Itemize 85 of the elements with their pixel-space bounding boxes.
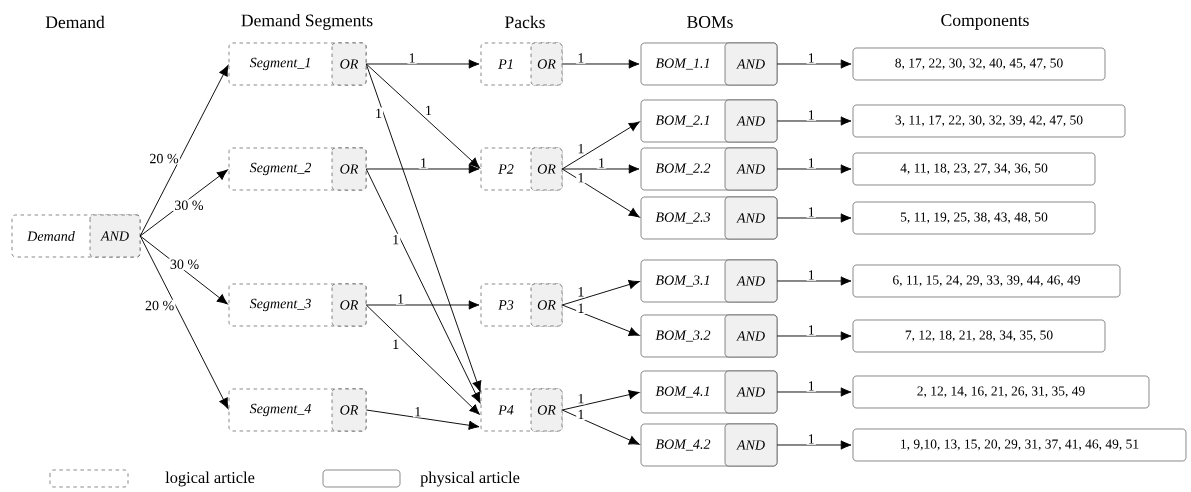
arrow [561, 304, 640, 337]
edge-label: 1 [808, 53, 814, 63]
arrow [139, 65, 229, 237]
arrow [365, 164, 480, 174]
logical-article-box: P1 OR [480, 42, 563, 86]
arrow [776, 116, 852, 126]
logical-article-box: Segment_3 OR [228, 283, 367, 327]
edge-label: 1 [599, 158, 605, 168]
edge-label: 30 % [170, 259, 199, 270]
legend-entry: logical article [49, 469, 255, 488]
physical-article-box: BOM_4.1 AND [640, 370, 778, 414]
edge-label: 1 [398, 294, 404, 304]
arrow [561, 168, 640, 218]
edge-label: 20 % [150, 153, 179, 164]
arrow [365, 63, 480, 169]
physical-article-box: BOM_2.1 AND [640, 99, 778, 143]
arrow [365, 168, 481, 404]
arrow [561, 390, 640, 411]
edge-label: 1 [421, 158, 427, 168]
edge-label: 1 [578, 393, 584, 404]
edge-label: 20 % [145, 300, 174, 311]
edge-label: 1 [808, 207, 814, 217]
edge-label: 1 [578, 287, 584, 297]
edge-label: 1 [808, 270, 814, 280]
arrow [561, 164, 640, 174]
logical-article-box: Demand AND [11, 214, 141, 258]
component-list-box: 6, 11, 15, 24, 29, 33, 39, 44, 46, 49 [852, 264, 1121, 298]
arrow [776, 387, 852, 397]
edge-label: 1 [808, 110, 814, 120]
logical-article-box: P3 OR [480, 283, 563, 327]
arrow [776, 440, 852, 450]
physical-article-box: BOM_2.3 AND [640, 196, 778, 240]
arrow [365, 304, 480, 415]
physical-article-box: BOM_4.2 AND [640, 423, 778, 467]
component-list-box: 5, 11, 19, 25, 38, 43, 48, 50 [852, 201, 1096, 235]
arrow [365, 300, 480, 310]
arrow [776, 213, 852, 223]
edge-label: 1 [808, 158, 814, 168]
arrow [561, 59, 640, 69]
arrow [561, 409, 640, 445]
edge-label: 1 [578, 173, 584, 183]
physical-article-box: BOM_3.1 AND [640, 259, 778, 303]
column-heading: Demand [45, 15, 105, 29]
column-heading: Components [941, 14, 1029, 30]
legend-entry: physical article [322, 469, 520, 488]
arrow [776, 164, 852, 174]
logical-article-box: P4 OR [480, 388, 563, 432]
component-list-box: 3, 11, 17, 22, 30, 32, 39, 42, 47, 50 [852, 104, 1126, 138]
edge-label: 1 [415, 406, 421, 417]
arrow [776, 59, 852, 69]
edge-label: 30 % [175, 200, 204, 211]
component-list-box: 7, 12, 18, 21, 28, 34, 35, 50 [852, 319, 1106, 353]
logical-article-box: P2 OR [480, 147, 563, 191]
logical-article-box: Segment_4 OR [228, 388, 367, 432]
edge-label: 1 [808, 381, 814, 391]
arrow [365, 409, 480, 430]
physical-article-box: BOM_1.1 AND [640, 42, 778, 86]
arrow [776, 276, 852, 286]
physical-article-box: BOM_3.2 AND [640, 314, 778, 358]
edge-label: 1 [808, 434, 814, 444]
edge-label: 1 [578, 409, 584, 420]
arrow [561, 121, 640, 170]
logical-article-box: Segment_1 OR [228, 42, 367, 86]
arrow [139, 235, 229, 409]
component-list-box: 8, 17, 22, 30, 32, 40, 45, 47, 50 [852, 47, 1106, 81]
arrow [776, 331, 852, 341]
physical-article-box: BOM_2.2 AND [640, 147, 778, 191]
arrow [139, 235, 228, 305]
arrow [139, 169, 228, 237]
arrow [365, 59, 480, 69]
edge-label: 1 [409, 53, 415, 63]
edge-label: 1 [808, 325, 814, 335]
component-list-box: 4, 11, 18, 23, 27, 34, 36, 50 [852, 152, 1096, 186]
edge-label: 1 [578, 303, 584, 313]
arrow [561, 279, 640, 306]
edge-label: 1 [393, 339, 399, 349]
arrow [365, 63, 482, 392]
component-list-box: 2, 12, 14, 16, 21, 26, 31, 35, 49 [852, 375, 1150, 409]
edge-label: 1 [578, 53, 584, 63]
edge-label: 1 [426, 105, 432, 116]
component-list-box: 1, 9,10, 13, 15, 20, 29, 31, 37, 41, 46, 49, 51 [852, 428, 1187, 462]
edge-label: 1 [578, 143, 584, 154]
edge-label: 1 [376, 108, 382, 118]
edge-label: 1 [393, 234, 399, 245]
logical-article-box: Segment_2 OR [228, 147, 367, 191]
